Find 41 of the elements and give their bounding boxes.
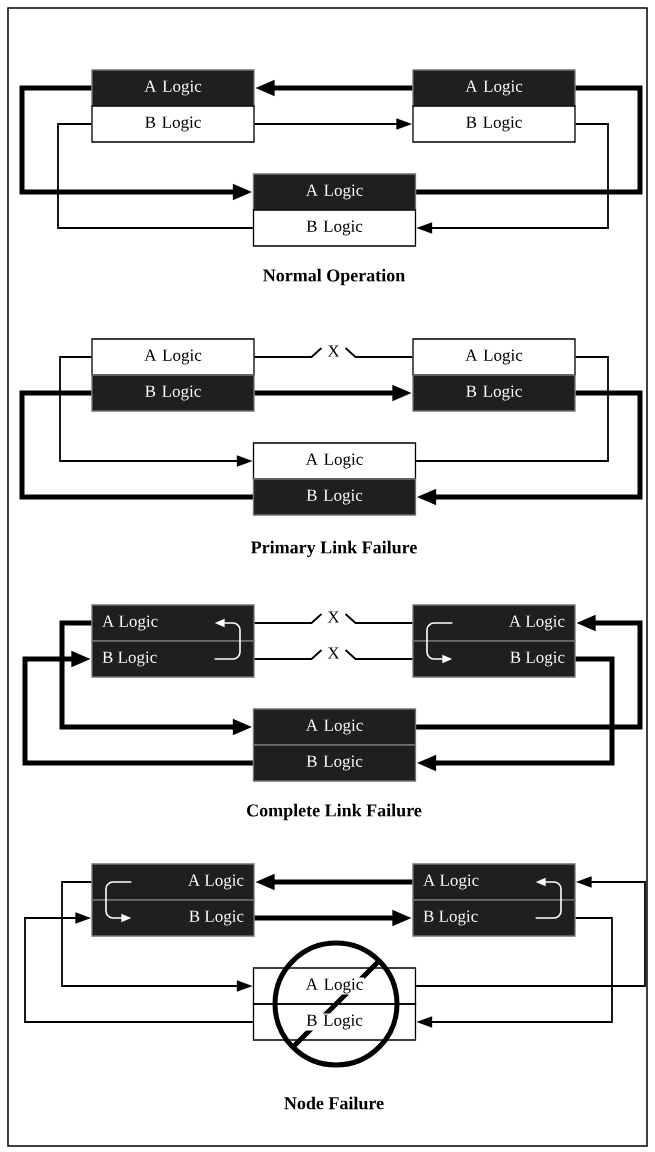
logic-cell: A Logic <box>91 863 255 901</box>
connector-line <box>416 85 643 195</box>
connector-line <box>253 347 414 358</box>
logic-cell: A Logic <box>91 69 255 107</box>
connector-line <box>57 123 254 229</box>
logic-cell: B Logic <box>412 105 576 143</box>
edge-label: X <box>326 646 341 660</box>
logic-cell: A Logic <box>412 69 576 107</box>
logic-cell: A Logic <box>91 604 255 642</box>
logic-cell: B Logic <box>91 374 255 412</box>
arrow <box>415 876 646 987</box>
panel-title: Normal Operation <box>263 268 405 286</box>
logic-cell: A Logic <box>252 967 417 1005</box>
logic-cell: B Logic <box>252 478 417 516</box>
logic-cell: B Logic <box>252 1003 417 1041</box>
logic-cell: B Logic <box>252 209 417 247</box>
logic-cell: A Logic <box>252 442 417 480</box>
arrow <box>22 650 253 766</box>
connector-line <box>19 390 253 500</box>
panel-title: Primary Link Failure <box>251 540 417 558</box>
connector-line <box>415 356 609 462</box>
logic-cell: B Logic <box>412 374 576 412</box>
logic-cell: A Logic <box>252 708 417 746</box>
logic-cell: A Logic <box>412 604 576 642</box>
logic-cell: B Logic <box>412 899 576 937</box>
logic-cell: A Logic <box>91 338 255 376</box>
logic-cell: A Logic <box>412 338 576 376</box>
edge-label: X <box>326 610 341 624</box>
logic-cell: B Logic <box>252 744 417 782</box>
connector-line <box>253 649 414 660</box>
logic-cell: A Logic <box>412 863 576 901</box>
logic-cell: B Logic <box>412 640 576 678</box>
edge-label: X <box>326 344 341 358</box>
arrow <box>24 912 254 1023</box>
panel-title: Complete Link Failure <box>247 803 422 821</box>
connector-line <box>253 613 414 624</box>
logic-cell: B Logic <box>91 899 255 937</box>
logic-cell: B Logic <box>91 640 255 678</box>
panel-title: Node Failure <box>284 1096 384 1110</box>
logic-cell: A Logic <box>252 173 417 211</box>
logic-cell: B Logic <box>91 105 255 143</box>
